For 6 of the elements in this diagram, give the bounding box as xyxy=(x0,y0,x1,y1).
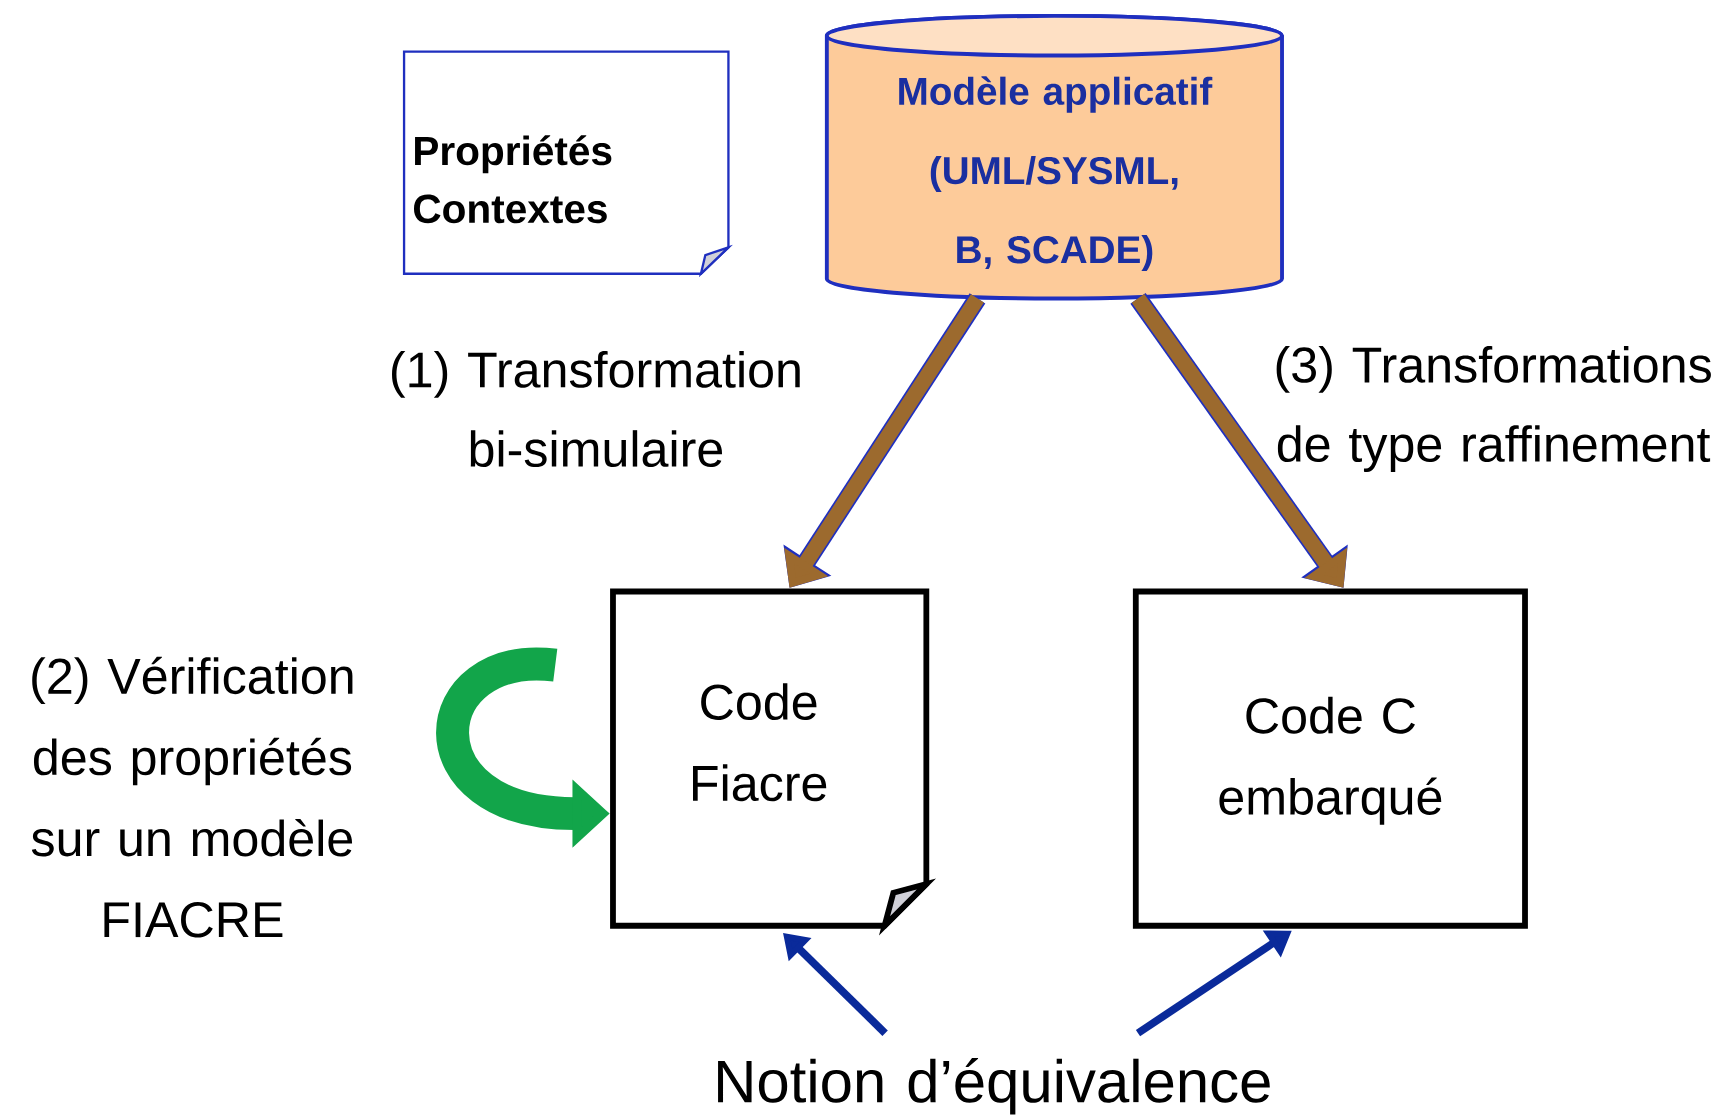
process-box: Code C embarqué xyxy=(1132,588,1528,929)
edge-label: (3) Transformations de type raffinement xyxy=(1276,346,1711,473)
annotation-text: (2) Vérification des propriétés sur un modèle FIACRE xyxy=(31,656,353,938)
edge-label: (1) Transformation bi-simulaire xyxy=(392,351,800,468)
edge-source-text: Notion d’équivalence xyxy=(718,1058,1270,1115)
database-cylinder: Modèle applicatif (UML/SYSML, B, SCADE) xyxy=(824,14,1284,301)
